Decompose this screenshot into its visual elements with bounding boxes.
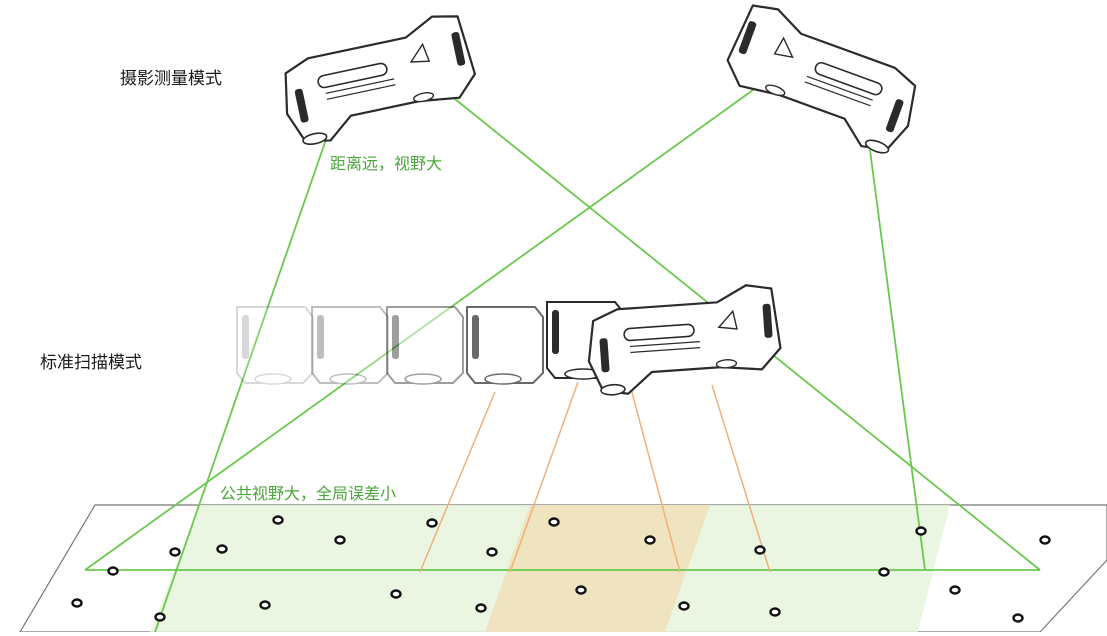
target-marker-icon xyxy=(769,607,781,617)
target-marker-icon xyxy=(107,566,119,576)
target-marker-icon xyxy=(644,535,656,545)
handheld-3d-scanner-icon xyxy=(583,282,784,398)
target-marker-icon xyxy=(154,612,166,622)
target-marker-icon xyxy=(575,585,587,595)
far-distance-label: 距离远，视野大 xyxy=(330,154,443,173)
target-markers xyxy=(71,515,1051,623)
target-marker-icon xyxy=(71,598,83,608)
target-marker-icon xyxy=(486,547,498,557)
target-marker-icon xyxy=(949,585,961,595)
target-marker-icon xyxy=(915,526,927,536)
target-marker-icon xyxy=(169,547,181,557)
photogrammetry-mode-label: 摄影测量模式 xyxy=(120,69,222,89)
target-marker-icon xyxy=(678,601,690,611)
target-marker-icon xyxy=(334,535,346,545)
target-marker-icon xyxy=(1039,535,1051,545)
target-marker-icon xyxy=(216,544,228,554)
target-marker-icon xyxy=(548,517,560,527)
handheld-3d-scanner-icon xyxy=(714,0,932,160)
handheld-3d-scanner-icon xyxy=(272,9,484,150)
target-marker-icon xyxy=(754,545,766,555)
standard-scan-sequence xyxy=(236,282,784,398)
target-marker-icon xyxy=(259,600,271,610)
common-view-label: 公共视野大，全局误差小 xyxy=(220,484,397,503)
standard-scan-lines xyxy=(419,381,771,573)
target-marker-icon xyxy=(475,603,487,613)
target-marker-icon xyxy=(878,567,890,577)
target-marker-icon xyxy=(1012,613,1024,623)
target-marker-icon xyxy=(426,518,438,528)
standard-scan-mode-label: 标准扫描模式 xyxy=(40,353,142,373)
target-marker-icon xyxy=(390,589,402,599)
target-marker-icon xyxy=(272,515,284,525)
